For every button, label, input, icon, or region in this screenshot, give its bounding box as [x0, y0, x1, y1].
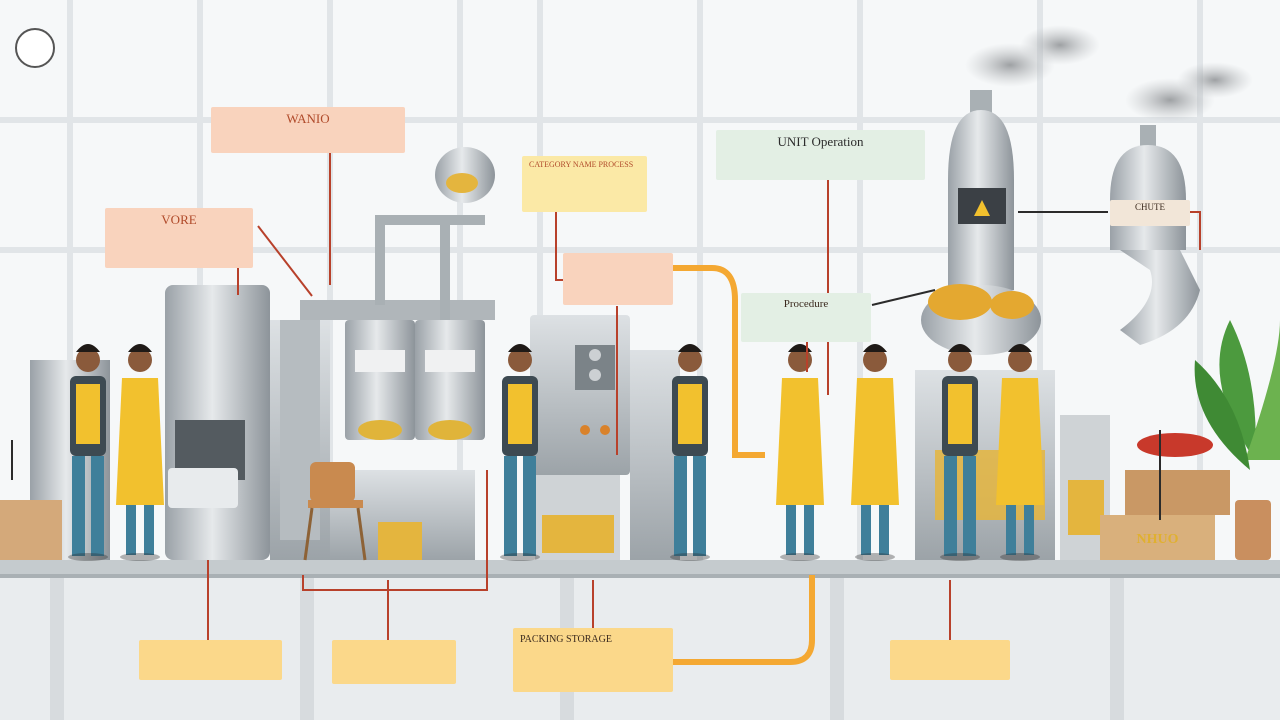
- callout-bottom-3: PACKING STORAGE: [513, 628, 673, 692]
- callout-vore: VORE: [105, 208, 253, 268]
- worker-3: [500, 344, 540, 561]
- callout-left-small: [70, 600, 140, 640]
- crates: [0, 433, 1230, 560]
- callout-bottom-4: [890, 640, 1010, 680]
- callout-process: [563, 253, 673, 305]
- callout-vore-title: VORE: [161, 212, 197, 227]
- plant: [1194, 320, 1280, 560]
- chair: [303, 462, 367, 561]
- connectors: [11, 150, 1201, 665]
- callout-bottom-3-title: PACKING STORAGE: [520, 634, 612, 645]
- control-machine: [530, 315, 680, 560]
- worker-4: [670, 344, 710, 561]
- callout-procedure: Procedure: [741, 293, 871, 342]
- callout-bottom-2: [332, 640, 456, 684]
- smoke: [965, 25, 1253, 122]
- callout-wanio: WANIO: [211, 107, 405, 153]
- callout-unit-operation-title: UNIT Operation: [777, 134, 864, 149]
- callout-category: CATEGORY NAME PROCESS: [522, 156, 647, 212]
- worker-7: [940, 344, 980, 561]
- left-machinery: [30, 285, 330, 560]
- callout-procedure-title: Procedure: [783, 298, 829, 310]
- callout-chute-title: CHUTE: [1135, 202, 1165, 212]
- callout-category-title: CATEGORY NAME PROCESS: [529, 160, 634, 169]
- callout-unit-operation: UNIT Operation: [716, 130, 925, 180]
- callout-wanio-title: WANIO: [286, 111, 330, 126]
- worker-2: [116, 344, 164, 561]
- worker-8: [996, 344, 1044, 561]
- workers: [68, 344, 1044, 561]
- callout-chute: CHUTE: [1110, 200, 1190, 226]
- callout-bottom-1: [139, 640, 282, 680]
- seal-logo: [15, 28, 55, 68]
- crate-label: NHUO: [1136, 532, 1179, 547]
- worker-6: [851, 344, 899, 561]
- worker-1: [68, 344, 108, 561]
